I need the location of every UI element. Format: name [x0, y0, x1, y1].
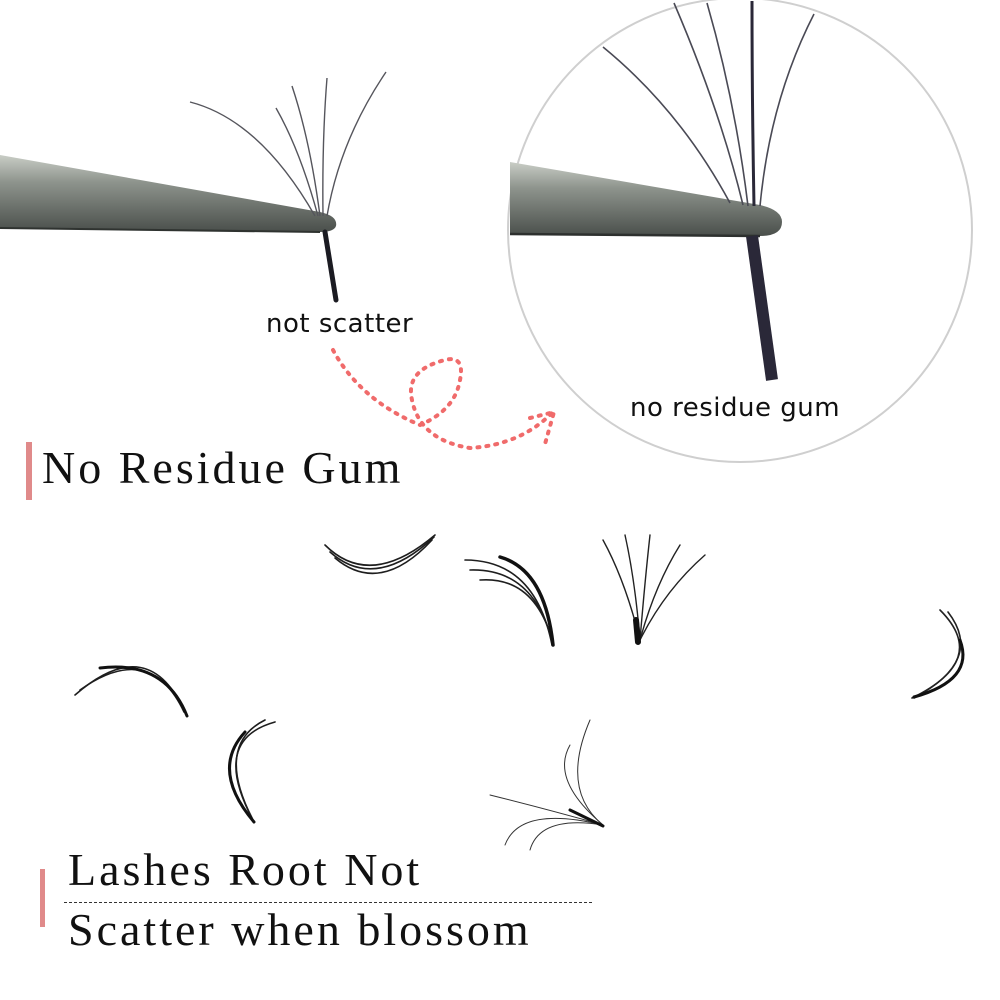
heading-no-residue-gum: No Residue Gum [42, 442, 404, 493]
tweezer-left [0, 71, 387, 303]
magnifier-circle [507, 0, 973, 463]
heading-line2: Scatter when blossom [68, 904, 532, 955]
heading-divider [64, 902, 592, 903]
label-not-scatter: not scatter [266, 309, 414, 339]
accent-bar-bottom [40, 869, 45, 927]
label-no-residue-gum: no residue gum [630, 393, 841, 423]
dotted-arrow [331, 348, 557, 451]
accent-bar-top [26, 442, 32, 500]
heading-line1: Lashes Root Not [68, 844, 423, 895]
lash-clusters [74, 534, 965, 851]
